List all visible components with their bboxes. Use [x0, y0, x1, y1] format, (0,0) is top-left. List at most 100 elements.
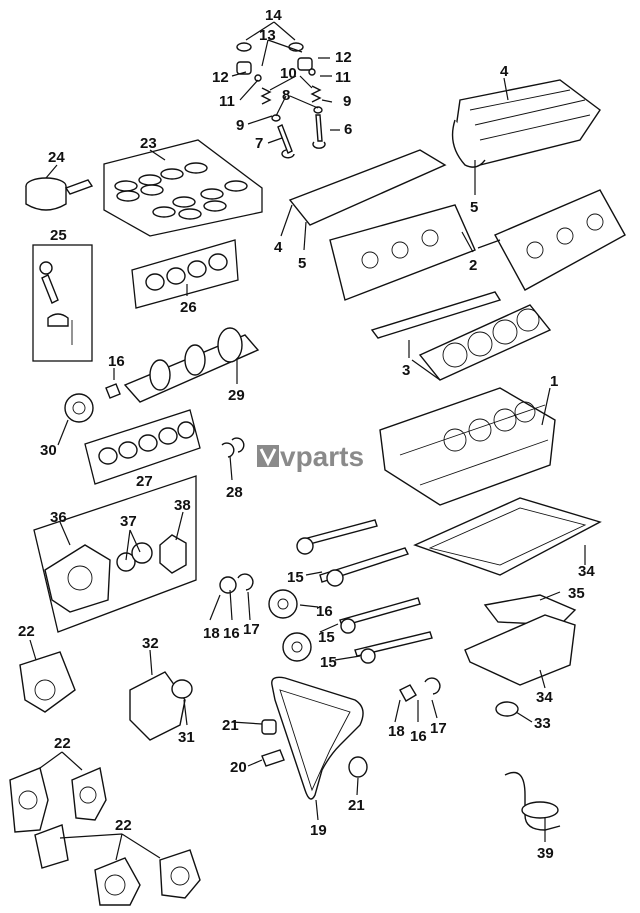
- thrust-bearings-group: [84, 409, 201, 485]
- callout-35: 35: [568, 585, 585, 602]
- belt-idler: [261, 719, 277, 735]
- connecting-rod-box: [32, 244, 93, 362]
- lower-oil-pan: [464, 614, 576, 686]
- timing-gear-lower: [282, 632, 312, 662]
- connecting-rod: [41, 274, 59, 304]
- snap-ring-left: [237, 573, 254, 591]
- oil-pump-outer-rotor: [131, 542, 153, 564]
- engine-mount-4: [159, 849, 201, 899]
- callout-17-right: 17: [430, 720, 447, 737]
- piston-rings-box: [103, 139, 263, 237]
- timing-gear-upper: [268, 589, 298, 619]
- callout-12-left: 12: [212, 69, 229, 86]
- valve-spring-left: [260, 87, 272, 105]
- crank-pulley: [64, 393, 94, 423]
- snap-ring-right: [424, 677, 441, 695]
- crank-gear: [105, 383, 121, 399]
- callout-9-right: 9: [343, 93, 351, 110]
- cover-ribs: [469, 89, 591, 141]
- callout-22-mid: 22: [54, 735, 71, 752]
- callout-33: 33: [534, 715, 551, 732]
- callout-39: 39: [537, 845, 554, 862]
- callout-16-crank: 16: [108, 353, 125, 370]
- drain-plug-gasket: [495, 701, 519, 717]
- callout-20: 20: [230, 759, 247, 776]
- retainer-right: [308, 68, 316, 76]
- callout-37: 37: [120, 513, 137, 530]
- engine-mount-1: [9, 767, 49, 833]
- thrust-bearings-box: [84, 409, 201, 485]
- front-seal-housing: [19, 651, 76, 713]
- watermark-text: vparts: [280, 441, 364, 472]
- lifter-right: [297, 57, 313, 71]
- vvt-gear-right: [399, 684, 417, 702]
- rod-small-end: [39, 261, 53, 275]
- callout-6: 6: [344, 121, 352, 138]
- washers-group: [221, 437, 245, 458]
- exhaust-valve: [312, 114, 326, 149]
- valve-seal-right: [313, 106, 323, 114]
- callout-9-left: 9: [236, 117, 244, 134]
- main-bearings-group: [131, 239, 239, 309]
- callout-14: 14: [265, 7, 282, 24]
- callout-17-left: 17: [243, 621, 260, 638]
- connecting-rod-group: [32, 244, 93, 362]
- callout-4-top: 4: [500, 63, 509, 80]
- cover-gasket: [451, 119, 486, 168]
- left-head-group: [288, 149, 626, 301]
- piston-group: [25, 177, 94, 211]
- callout-22-front: 22: [18, 623, 35, 640]
- callout-15-mid: 15: [318, 629, 335, 646]
- callout-34-lower: 34: [536, 689, 553, 706]
- camshaft-group: [219, 519, 441, 702]
- callout-16-left: 16: [223, 625, 240, 642]
- callout-1: 1: [550, 373, 558, 390]
- callout-18-right: 18: [388, 723, 405, 740]
- callout-36: 36: [50, 509, 67, 526]
- callout-5-left: 5: [298, 255, 306, 272]
- callout-16-gear: 16: [316, 603, 333, 620]
- callout-31: 31: [178, 729, 195, 746]
- leader-lines: [29, 21, 586, 861]
- vvt-gear-left: [219, 576, 237, 594]
- valve-train-group: [236, 42, 326, 159]
- valve-spring-right: [310, 85, 322, 103]
- callout-4-left: 4: [274, 239, 283, 256]
- callout-13: 13: [259, 27, 276, 44]
- thrust-washer-b: [231, 437, 245, 453]
- main-bearings-box: [131, 239, 239, 309]
- callout-11-left: 11: [219, 93, 235, 110]
- piston: [25, 186, 67, 211]
- watermark-logo: vparts: [257, 441, 364, 472]
- rod-cap: [47, 313, 69, 327]
- callout-10: 10: [280, 65, 297, 82]
- callout-18-left: 18: [203, 625, 220, 642]
- callout-32: 32: [142, 635, 159, 652]
- cylinder-head-right: [494, 189, 626, 291]
- callout-25: 25: [50, 227, 67, 244]
- callout-23: 23: [140, 135, 157, 152]
- oil-pump-cover: [159, 534, 187, 574]
- piston-pin: [64, 179, 94, 195]
- callout-22-lower: 22: [115, 817, 132, 834]
- callout-15-upper: 15: [287, 569, 304, 586]
- callout-21-lower: 21: [348, 797, 365, 814]
- head-cover-group: [451, 79, 601, 168]
- lifter-left: [236, 61, 252, 75]
- timing-belt: [271, 676, 364, 800]
- callout-26: 26: [180, 299, 197, 316]
- oil-pump-inner-rotor: [116, 552, 136, 572]
- camshaft-4: [354, 631, 433, 657]
- callout-29: 29: [228, 387, 245, 404]
- oil-pickup-tube: [504, 771, 561, 831]
- piston-rings-group: [103, 139, 263, 237]
- callout-19: 19: [310, 822, 327, 839]
- timing-belt-group: [261, 676, 368, 800]
- oil-strainer: [521, 801, 559, 819]
- callout-27: 27: [136, 473, 153, 490]
- callout-labels: 14 13 12 12 11 11 10 8 9 9 7 6 4 5 4 5 2…: [18, 7, 595, 862]
- oil-pump-group: [33, 475, 197, 633]
- belt-tensioner: [261, 749, 285, 767]
